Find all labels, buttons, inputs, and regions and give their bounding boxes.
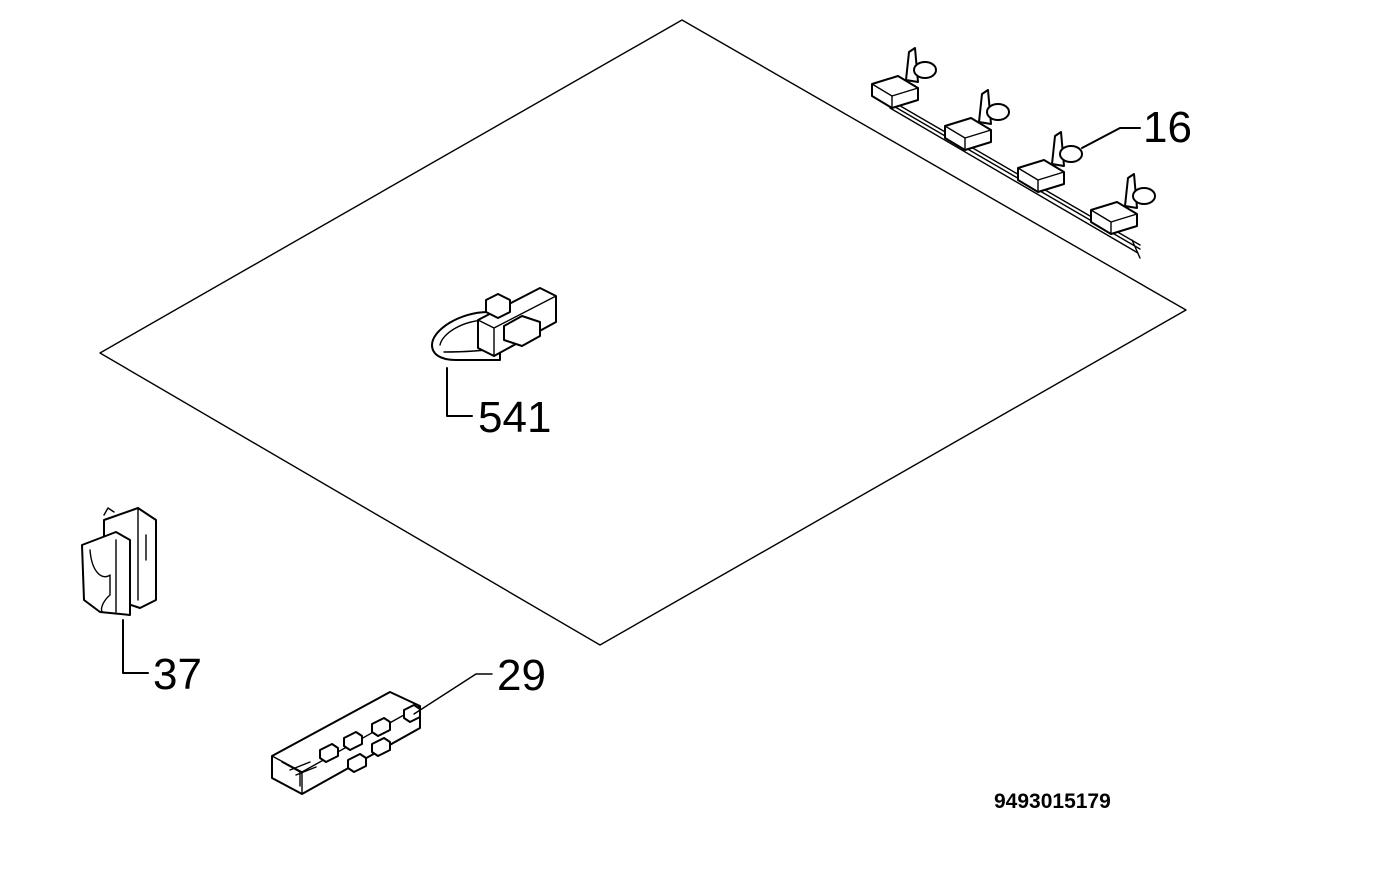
callout-37: 37 bbox=[153, 650, 202, 699]
part-16-electrode-harness bbox=[871, 47, 1156, 259]
callout-541: 541 bbox=[478, 393, 551, 442]
electrode-unit bbox=[871, 47, 937, 109]
diagram-code: 9493015179 bbox=[994, 790, 1111, 813]
leader-line-16 bbox=[1081, 127, 1141, 149]
callout-29: 29 bbox=[497, 651, 546, 700]
electrode-unit bbox=[944, 89, 1010, 151]
part-541-switch bbox=[431, 287, 557, 361]
leader-line-37 bbox=[122, 619, 149, 674]
part-29-ignition-generator bbox=[271, 691, 421, 795]
hob-panel-outline bbox=[99, 19, 1187, 646]
electrode-unit bbox=[1017, 131, 1083, 193]
leader-line-29 bbox=[413, 673, 493, 715]
part-37-terminal-bracket bbox=[81, 507, 157, 616]
electrode-unit bbox=[1090, 173, 1156, 235]
leader-line-541 bbox=[446, 367, 473, 417]
callout-16: 16 bbox=[1143, 103, 1192, 152]
